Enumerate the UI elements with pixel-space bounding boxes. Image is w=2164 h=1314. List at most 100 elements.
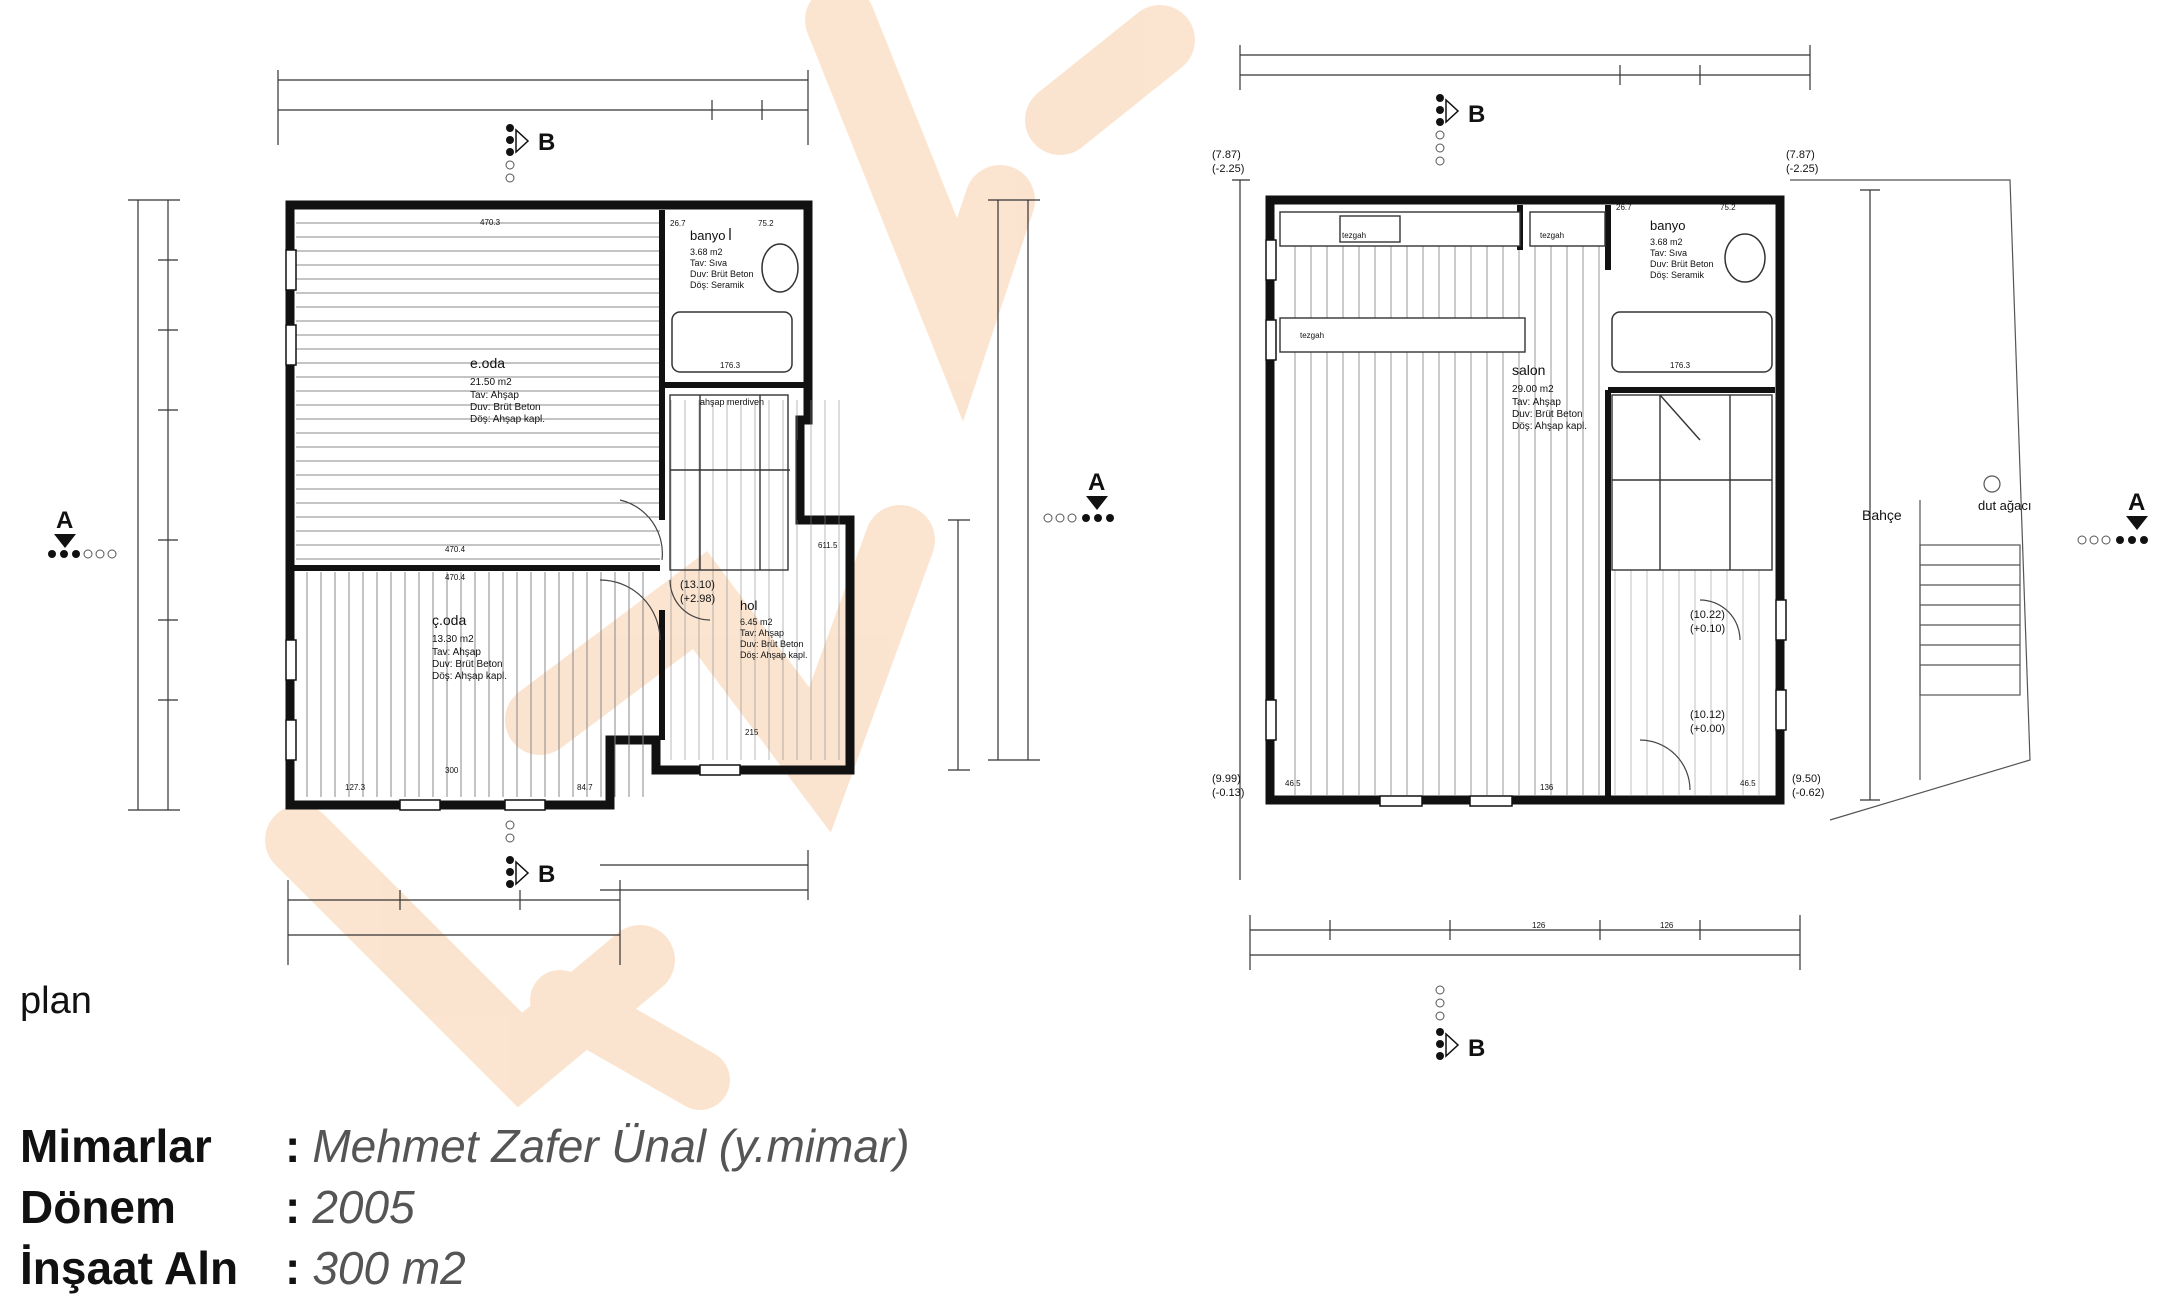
left-bath-fixtures — [671, 228, 799, 373]
dim-d1: 470.3 — [480, 218, 501, 227]
right-hall-floor-hatch — [1612, 570, 1772, 795]
right-banyo-tav: Tav: Sıva — [1650, 248, 1687, 258]
rdim-d8: 46.5 — [1740, 779, 1756, 788]
svg-text:B: B — [538, 861, 555, 888]
dim-d10: 26.7 — [670, 219, 686, 228]
salon-name: salon — [1512, 362, 1545, 378]
hol-duv: Duv: Brüt Beton — [740, 639, 804, 649]
left-interior-walls — [290, 210, 808, 740]
dim-d4: 127.3 — [345, 783, 366, 792]
dim-d7: 176.3 — [720, 361, 741, 370]
right-section-marker-b-bottom: B — [1435, 985, 1485, 1062]
bahce-label: Bahçe — [1862, 507, 1902, 523]
coda-duv: Duv: Brüt Beton — [432, 659, 503, 670]
right-section-marker-a: A — [2077, 489, 2148, 545]
plan-caption: plan — [20, 980, 92, 1022]
dim-d11: 75.2 — [758, 219, 774, 228]
hol-tav: Tav: Ahşap — [740, 628, 784, 638]
hol-floor-hatch — [670, 400, 845, 760]
hol-name: hol — [740, 598, 757, 613]
rdim-d7: 46.5 — [1285, 779, 1301, 788]
info-row-construction-area: İnşaat Aln : 300 m2 — [20, 1237, 910, 1298]
info-value: Mehmet Zafer Ünal (y.mimar) — [312, 1119, 910, 1172]
info-label: İnşaat Aln — [20, 1241, 239, 1294]
right-dimension-lines — [1232, 45, 1880, 970]
tezgah-3: tezgah — [1300, 331, 1324, 340]
left-stair — [669, 394, 790, 571]
salon-tav: Tav: Ahşap — [1512, 397, 1561, 408]
dim-d3: 470.4 — [445, 573, 466, 582]
right-banyo-duv: Duv: Brüt Beton — [1650, 259, 1714, 269]
coda-dos: Döş: Ahşap kapl. — [432, 671, 507, 682]
level-br2: (-0.62) — [1792, 787, 1824, 799]
right-banyo-dos: Döş: Seramik — [1650, 270, 1705, 280]
dim-d6: 84.7 — [577, 783, 593, 792]
eoda-tav: Tav: Ahşap — [470, 390, 519, 401]
stair-label: ahşap merdiven — [700, 397, 764, 407]
banyo-tav: Tav: Sıva — [690, 258, 727, 268]
banyo-name: banyo — [690, 228, 725, 243]
level-m1b: (+0.10) — [1690, 623, 1725, 635]
banyo-area: 3.68 m2 — [690, 247, 723, 257]
right-plan-text: salon 29.00 m2 Tav: Ahşap Duv: Brüt Beto… — [1212, 94, 2148, 1062]
rdim-d6: 75.2 — [1720, 203, 1736, 212]
level-m1a: (10.22) — [1690, 609, 1725, 621]
level-a: (13.10) — [680, 579, 715, 591]
left-section-marker-a-right: A — [1043, 469, 1114, 523]
dim-d9: 611.5 — [818, 541, 838, 550]
level-bl1: (9.99) — [1212, 773, 1241, 785]
rdim-d2: 136 — [1540, 783, 1554, 792]
left-windows — [285, 249, 741, 811]
level-tr2: (-2.25) — [1786, 163, 1818, 175]
eoda-name: e.oda — [470, 355, 505, 371]
right-bath-fixtures — [1611, 233, 1773, 373]
svg-text:B: B — [538, 129, 555, 156]
dim-d5: 300 — [445, 766, 459, 775]
left-section-marker-b-bottom: B — [505, 820, 555, 888]
info-row-architects: Mimarlar : Mehmet Zafer Ünal (y.mimar) — [20, 1115, 910, 1176]
eoda-floor-hatch — [296, 222, 660, 560]
info-colon: : — [285, 1241, 301, 1294]
salon-dos: Döş: Ahşap kapl. — [1512, 421, 1587, 432]
right-floor-plan — [1232, 45, 2031, 970]
level-m2b: (+0.00) — [1690, 723, 1725, 735]
right-section-marker-b-top: B — [1435, 94, 1485, 166]
eoda-dos: Döş: Ahşap kapl. — [470, 414, 545, 425]
svg-text:A: A — [2128, 489, 2145, 516]
dim-d2: 470.4 — [445, 545, 466, 554]
dut-agaci-label: dut ağacı — [1978, 498, 2032, 513]
info-value: 300 m2 — [312, 1241, 466, 1294]
level-tr1: (7.87) — [1786, 149, 1815, 161]
right-stair — [1611, 394, 1773, 571]
left-floor-plan — [128, 70, 1040, 965]
rdim-d4: 126 — [1660, 921, 1674, 930]
eoda-duv: Duv: Brüt Beton — [470, 402, 541, 413]
svg-text:B: B — [1468, 101, 1485, 128]
info-label: Dönem — [20, 1180, 176, 1233]
left-plan-text: e.oda 21.50 m2 Tav: Ahşap Duv: Brüt Beto… — [48, 124, 1114, 888]
tezgah-1: tezgah — [1342, 231, 1366, 240]
info-label: Mimarlar — [20, 1119, 212, 1172]
left-section-marker-a: A — [48, 507, 117, 559]
level-bl2: (-0.13) — [1212, 787, 1244, 799]
info-colon: : — [285, 1119, 301, 1172]
level-b: (+2.98) — [680, 593, 715, 605]
right-banyo-area: 3.68 m2 — [1650, 237, 1683, 247]
left-section-marker-b-top: B — [505, 124, 555, 183]
project-info: Mimarlar : Mehmet Zafer Ünal (y.mimar) D… — [20, 1115, 910, 1298]
right-windows — [1265, 239, 1787, 807]
right-door-arcs — [1639, 599, 1741, 791]
tezgah-2: tezgah — [1540, 231, 1564, 240]
info-value: 2005 — [312, 1180, 415, 1233]
garden-area — [1790, 179, 2031, 821]
coda-floor-hatch — [296, 572, 656, 797]
svg-text:A: A — [1088, 469, 1105, 496]
coda-area: 13.30 m2 — [432, 634, 474, 645]
hol-area: 6.45 m2 — [740, 617, 773, 627]
rdim-d1: 176.3 — [1670, 361, 1691, 370]
salon-duv: Duv: Brüt Beton — [1512, 409, 1583, 420]
salon-area: 29.00 m2 — [1512, 384, 1554, 395]
right-exterior-walls — [1265, 195, 1785, 805]
left-dimension-lines — [128, 70, 1040, 965]
